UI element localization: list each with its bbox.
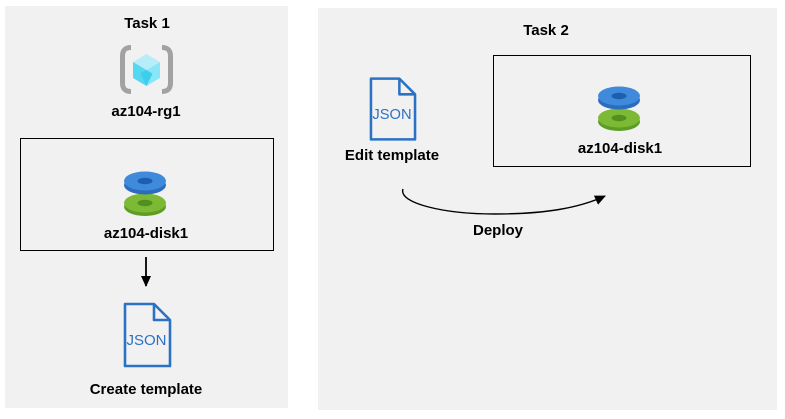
json-file-icon: JSON: [369, 76, 417, 142]
json-file-icon: JSON: [123, 302, 172, 368]
task1-resource-box: [20, 138, 274, 251]
edit-template-label: Edit template: [344, 147, 440, 164]
task2-disk-label: az104-disk1: [577, 140, 663, 157]
task1-disk-label: az104-disk1: [103, 225, 189, 242]
deploy-arrow-icon: [393, 180, 623, 225]
create-template-label: Create template: [89, 381, 203, 398]
resource-group-icon: [118, 44, 175, 95]
resource-group-label: az104-rg1: [111, 103, 181, 120]
managed-disk-icon: [595, 85, 643, 133]
json-badge-text: JSON: [126, 332, 166, 349]
task1-title: Task 1: [124, 15, 170, 32]
task2-title: Task 2: [523, 22, 569, 39]
deploy-label: Deploy: [472, 222, 523, 239]
task2-resource-box: [493, 55, 751, 167]
json-badge-text: JSON: [372, 107, 411, 123]
managed-disk-icon: [121, 170, 169, 218]
down-arrow-icon: [134, 255, 158, 295]
task2-panel: [318, 8, 777, 410]
